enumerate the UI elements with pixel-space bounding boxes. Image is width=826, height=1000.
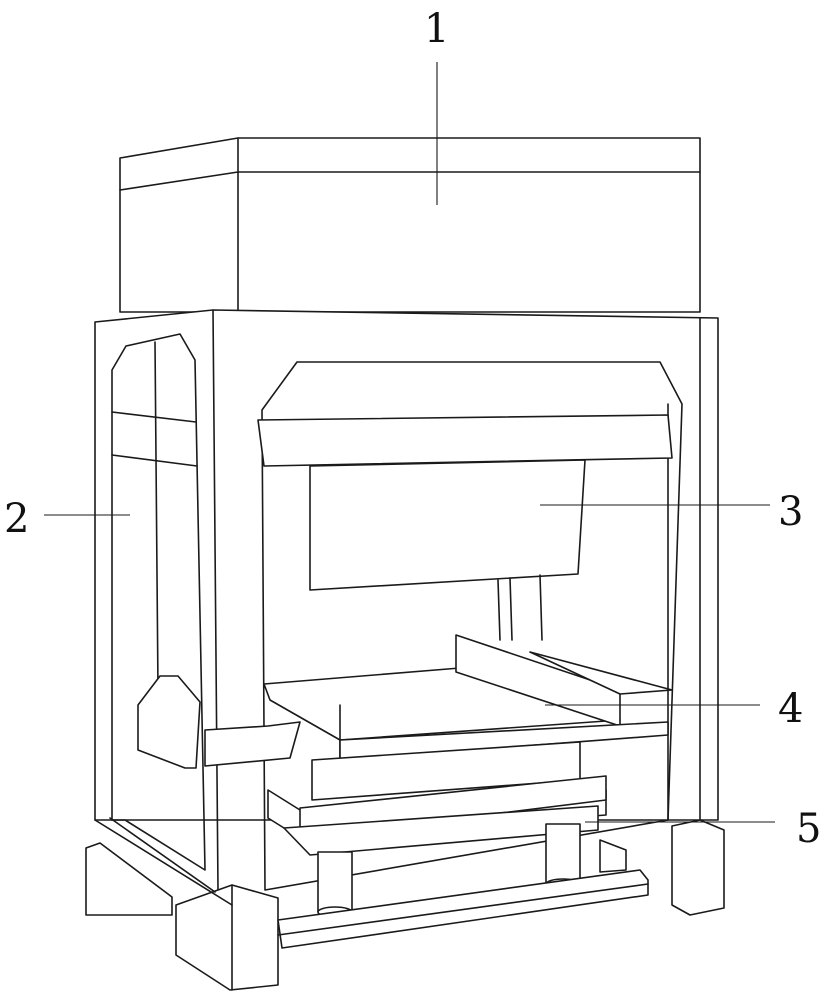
label-5: 5	[796, 806, 821, 852]
label-1: 1	[424, 6, 449, 52]
side-gearbox	[137, 675, 301, 769]
press-head	[257, 414, 673, 641]
label-3: 3	[778, 489, 803, 535]
label-2: 2	[4, 496, 29, 542]
hopper-box	[119, 137, 701, 313]
label-4: 4	[778, 686, 803, 732]
vibration-base	[267, 775, 649, 949]
mould-tray	[263, 634, 673, 801]
